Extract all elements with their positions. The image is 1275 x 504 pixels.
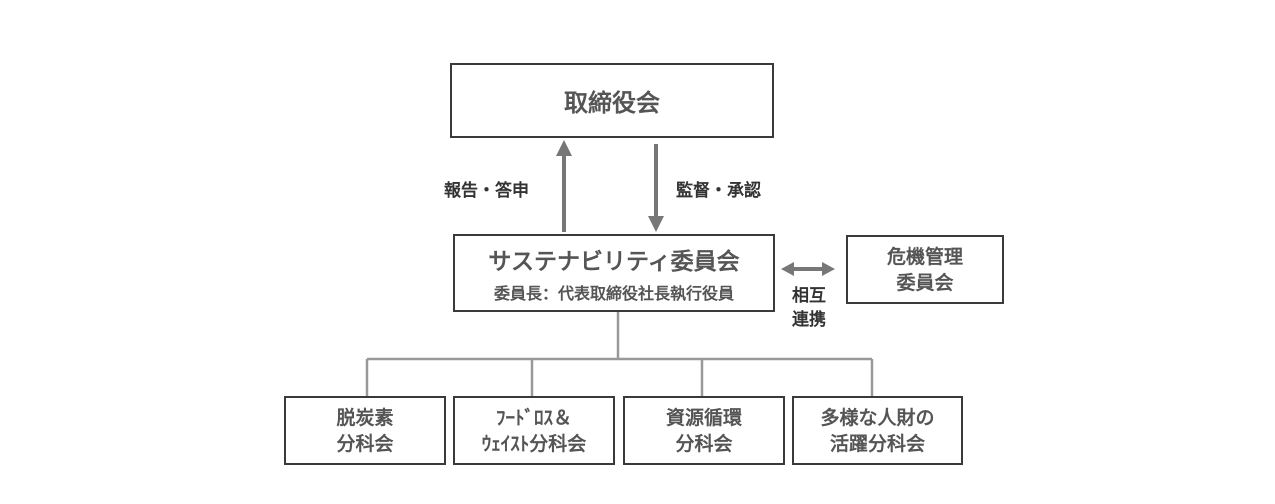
subcommittee-box: 多様な人財の 活躍分科会 [792,396,963,465]
sustainability-committee-title: サステナビリティ委員会 [488,249,740,275]
subcommittee-line1: ﾌｰﾄﾞﾛｽ＆ [495,406,572,429]
mutual-arrow [781,262,835,276]
subcommittee-box: ﾌｰﾄﾞﾛｽ＆ ｳｪｲｽﾄ分科会 [453,396,615,465]
subcommittee-line2: 活躍分科会 [829,432,925,455]
report-label: 報告・答申 [444,181,529,201]
subcommittee-line1: 資源循環 [665,406,742,429]
report-arrow [556,140,572,232]
supervise-arrow [648,144,664,232]
sustainability-committee-chair: 委員長：代表取締役社長執行役員 [493,284,734,303]
risk-committee-line2: 委員会 [896,271,954,294]
mutual-label-line2: 連携 [792,310,826,330]
board-title: 取締役会 [564,89,660,117]
subcommittee-box: 資源循環 分科会 [623,396,785,465]
subcommittee-line2: ｳｪｲｽﾄ分科会 [481,432,587,455]
subcommittee-line2: 分科会 [675,432,733,455]
mutual-label: 相互 連携 [792,284,826,332]
board-box: 取締役会 [450,63,774,138]
mutual-label-line1: 相互 [792,286,826,306]
subcommittee-line2: 分科会 [336,432,394,455]
tree-connector [365,311,874,397]
sustainability-committee-box: サステナビリティ委員会 委員長：代表取締役社長執行役員 [453,234,775,312]
risk-committee-line1: 危機管理 [886,245,963,268]
supervise-label: 監督・承認 [676,181,761,201]
subcommittee-box: 脱炭素 分科会 [284,396,446,465]
risk-committee-box: 危機管理 委員会 [846,235,1004,304]
subcommittee-line1: 脱炭素 [336,406,394,429]
subcommittee-line1: 多様な人財の [820,406,935,429]
